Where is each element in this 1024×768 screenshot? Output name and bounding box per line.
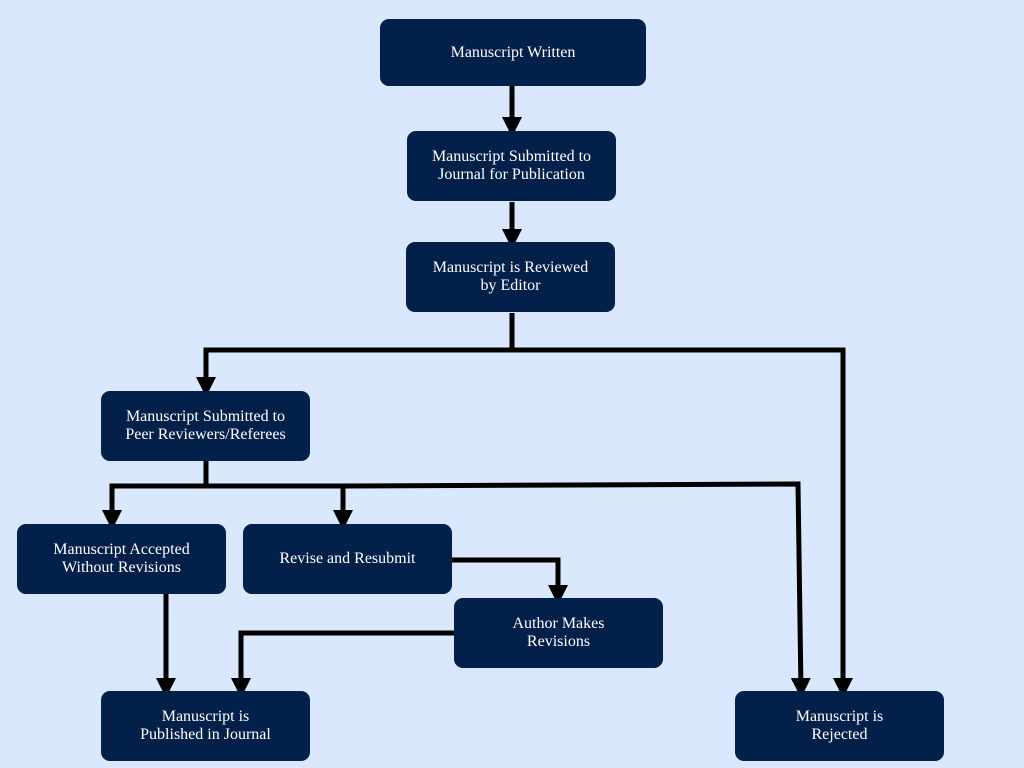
node-manuscript-submitted: Manuscript Submitted to Journal for Publ… (407, 131, 616, 201)
node-label: Manuscript is Reviewed by Editor (432, 259, 589, 294)
node-manuscript-written: Manuscript Written (380, 19, 646, 86)
node-label: Manuscript Written (450, 43, 576, 61)
node-peer-review: Manuscript Submitted to Peer Reviewers/R… (101, 391, 310, 461)
edge-peer-review-to-revise (206, 483, 353, 531)
node-rejected: Manuscript is Rejected (735, 691, 944, 761)
node-published-in-journal: Manuscript is Published in Journal (101, 691, 310, 761)
node-label: Manuscript is Rejected (795, 708, 884, 743)
edge-editor-review-to-peer-review (196, 347, 512, 398)
node-accepted-without-revisions: Manuscript Accepted Without Revisions (17, 524, 226, 594)
edge-peer-review-to-accepted (102, 483, 206, 531)
node-label: Manuscript is Published in Journal (140, 708, 271, 743)
node-label: Revise and Resubmit (279, 550, 416, 567)
node-label: Manuscript Accepted Without Revisions (53, 541, 190, 576)
edge-revisions-to-published (231, 630, 454, 699)
node-label: Manuscript Submitted to Journal for Publ… (431, 148, 592, 183)
node-revise-and-resubmit: Revise and Resubmit (243, 524, 452, 594)
edge-revise-to-revisions (451, 557, 568, 606)
node-label: Author Makes Revisions (512, 615, 605, 650)
edge-peer-review-to-rejected (342, 481, 811, 698)
node-author-makes-revisions: Author Makes Revisions (454, 598, 663, 668)
node-editor-review: Manuscript is Reviewed by Editor (406, 242, 615, 312)
edge-editor-review-to-rejected (512, 347, 853, 699)
node-label: Manuscript Submitted to Peer Reviewers/R… (125, 408, 286, 443)
